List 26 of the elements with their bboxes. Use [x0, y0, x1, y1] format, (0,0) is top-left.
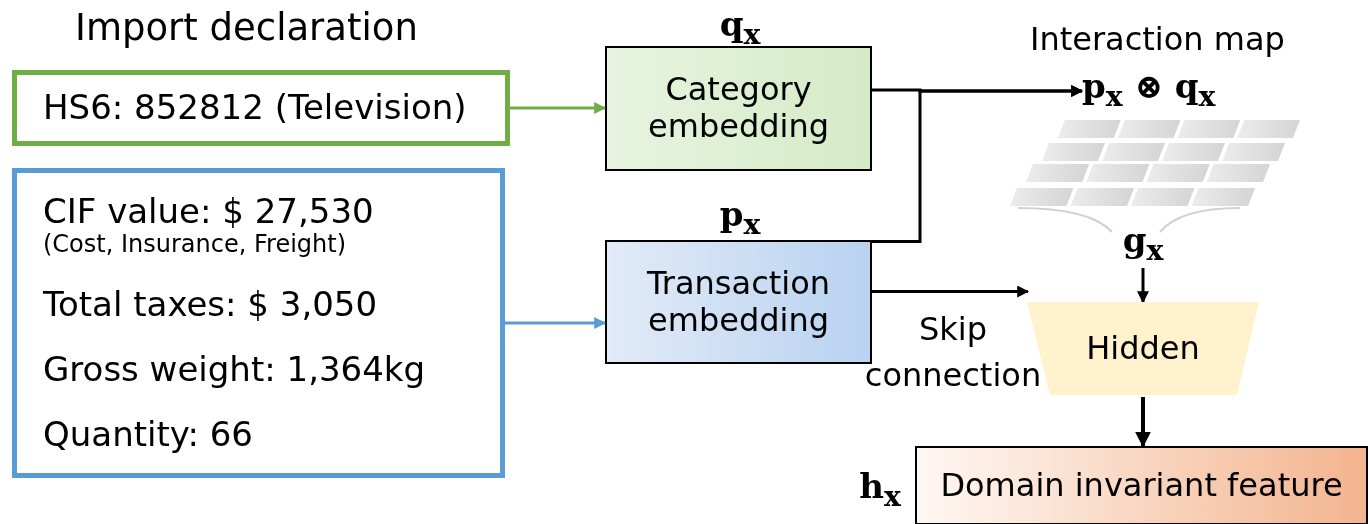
edge-label: Skip connection: [863, 308, 1043, 396]
math-label: p$_{x}$: [719, 194, 761, 241]
map-label: Interaction map: [1030, 20, 1285, 58]
math-label: h$_{x}$: [859, 466, 901, 513]
node-text: Category embedding: [647, 71, 830, 145]
node-text: Hidden: [1086, 330, 1200, 367]
node-text: Quantity: 66: [43, 414, 254, 454]
math-label: q$_{x}$: [719, 4, 761, 51]
arrow: [1137, 268, 1149, 304]
node-text: CIF value: $ 27,530: [43, 192, 375, 232]
input-box: [12, 168, 505, 478]
node-text: Gross weight: 1,364kg: [43, 349, 427, 389]
math-label: p$_{x}$ ⊗ q$_{x}$: [1082, 67, 1217, 113]
node-text: Transaction embedding: [645, 264, 832, 339]
math-label: g$_{x}$: [1122, 221, 1164, 267]
input-box: [12, 70, 510, 146]
arrow: [872, 285, 1030, 298]
arrow: [872, 85, 1084, 243]
node-text: Domain invariant feature: [940, 466, 1343, 504]
arrow: [505, 317, 607, 329]
arrow: [1135, 397, 1151, 448]
arrow: [510, 102, 607, 114]
node-text: HS6: 852812 (Television): [43, 88, 468, 128]
node-text: (Cost, Insurance, Freight): [43, 231, 348, 259]
heading: Import declaration: [75, 6, 418, 49]
node-text: Total taxes: $ 3,050: [43, 284, 379, 324]
